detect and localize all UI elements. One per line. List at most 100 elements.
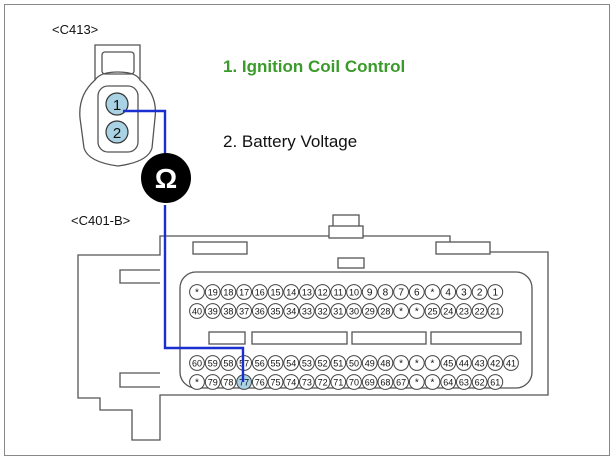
c401b-pin-33: 33 bbox=[299, 303, 315, 319]
c401b-pin-label: 3 bbox=[461, 288, 467, 299]
wire-meter-to-c401b-pin77 bbox=[163, 205, 245, 382]
c401b-pin-7: 7 bbox=[393, 284, 410, 300]
c401b-pin-label: 44 bbox=[459, 359, 469, 369]
c401b-pin-48: 48 bbox=[377, 355, 394, 371]
c401b-pin-59: 59 bbox=[204, 355, 221, 371]
c401b-pin-label: 31 bbox=[333, 307, 343, 317]
c401b-pin-24: 24 bbox=[440, 303, 457, 319]
c401b-pin-label: 7 bbox=[398, 288, 404, 299]
c401b-pin-label: 74 bbox=[286, 378, 296, 388]
c401b-pin-53: 53 bbox=[299, 355, 315, 371]
c401b-pin-label: 43 bbox=[475, 359, 485, 369]
c401b-pin-6: 6 bbox=[408, 284, 425, 300]
c401b-label: <C401-B> bbox=[71, 213, 131, 228]
c401b-pin-label: * bbox=[431, 378, 435, 389]
c401b-pin-34: 34 bbox=[283, 303, 300, 319]
c401b-pin-label: 79 bbox=[208, 378, 218, 388]
c401b-pin-12: 12 bbox=[314, 284, 331, 300]
c401b-pin-22: 22 bbox=[471, 303, 488, 319]
c401b-pin-50: 50 bbox=[346, 355, 362, 371]
c401b-pin-79: 79 bbox=[204, 374, 221, 390]
c401b-pin-label: 24 bbox=[443, 307, 453, 317]
c401b-pin-unused: * bbox=[424, 374, 441, 390]
c401b-pin-54: 54 bbox=[283, 355, 300, 371]
c401b-pin-label: 13 bbox=[302, 288, 312, 298]
c401b-pin-label: 28 bbox=[380, 307, 390, 317]
c401b-pin-label: 25 bbox=[427, 307, 437, 317]
c401b-pin-76: 76 bbox=[251, 374, 268, 390]
c401b-pin-71: 71 bbox=[330, 374, 347, 390]
c401b-pin-label: 4 bbox=[445, 288, 451, 299]
c401b-pin-label: 33 bbox=[302, 307, 312, 317]
diagram-frame bbox=[4, 4, 610, 456]
c401b-pin-unused: * bbox=[408, 374, 425, 390]
c401b-pin-4: 4 bbox=[440, 284, 457, 300]
c401b-pin-41: 41 bbox=[503, 355, 519, 371]
c401b-pin-label: * bbox=[431, 359, 435, 370]
c401b-pin-label: 64 bbox=[443, 378, 453, 388]
c401b-pin-label: 63 bbox=[459, 378, 469, 388]
c413-pin-2: 2 bbox=[105, 120, 129, 144]
c413-label: <C413> bbox=[52, 22, 99, 37]
c401b-pin-label: 36 bbox=[255, 307, 265, 317]
c401b-pin-52: 52 bbox=[314, 355, 331, 371]
c401b-pin-label: 56 bbox=[255, 359, 265, 369]
c401b-pin-55: 55 bbox=[267, 355, 284, 371]
c401b-pin-16: 16 bbox=[251, 284, 268, 300]
c401b-pin-30: 30 bbox=[346, 303, 362, 319]
c401b-pin-label: 53 bbox=[302, 359, 312, 369]
c401b-pin-unused: * bbox=[393, 355, 410, 371]
c401b-pin-36: 36 bbox=[251, 303, 268, 319]
c401b-pin-1: 1 bbox=[487, 284, 504, 300]
c401b-pin-68: 68 bbox=[377, 374, 394, 390]
c401b-pin-13: 13 bbox=[299, 284, 315, 300]
c401b-pin-63: 63 bbox=[456, 374, 472, 390]
c401b-pin-label: 73 bbox=[302, 378, 312, 388]
c401b-pin-label: 22 bbox=[475, 307, 485, 317]
ohm-symbol: Ω bbox=[155, 163, 177, 194]
c401b-pin-label: 58 bbox=[223, 359, 233, 369]
c401b-pin-2: 2 bbox=[471, 284, 488, 300]
c401b-pin-72: 72 bbox=[314, 374, 331, 390]
c401b-pin-64: 64 bbox=[440, 374, 457, 390]
c401b-pin-label: * bbox=[415, 378, 419, 389]
c401b-pin-label: 62 bbox=[475, 378, 485, 388]
c401b-pin-58: 58 bbox=[220, 355, 237, 371]
c401b-connector bbox=[77, 214, 549, 441]
wire-c413-pin1-to-meter bbox=[123, 109, 167, 155]
c401b-pin-label: 34 bbox=[286, 307, 296, 317]
c401b-pin-14: 14 bbox=[283, 284, 300, 300]
c401b-pin-44: 44 bbox=[456, 355, 472, 371]
c401b-pin-70: 70 bbox=[346, 374, 362, 390]
c401b-pin-label: 54 bbox=[286, 359, 296, 369]
c401b-pin-unused: * bbox=[189, 374, 205, 390]
c401b-pin-label: 8 bbox=[383, 288, 389, 299]
c401b-pin-32: 32 bbox=[314, 303, 331, 319]
c401b-pin-label: 76 bbox=[255, 378, 265, 388]
c401b-pin-label: 21 bbox=[490, 307, 500, 317]
wire-harness bbox=[123, 109, 245, 382]
c401b-pin-40: 40 bbox=[189, 303, 205, 319]
c401b-pin-56: 56 bbox=[251, 355, 268, 371]
c401b-pin-unused: * bbox=[424, 284, 441, 300]
c401b-pin-74: 74 bbox=[283, 374, 300, 390]
c401b-pin-label: 16 bbox=[255, 288, 265, 298]
legend-battery-voltage: 2. Battery Voltage bbox=[223, 132, 358, 151]
c401b-pin-label: 40 bbox=[192, 307, 202, 317]
c401b-pin-10: 10 bbox=[346, 284, 362, 300]
c401b-pin-unused: * bbox=[424, 355, 441, 371]
c401b-pin-67: 67 bbox=[393, 374, 410, 390]
c401b-pin-label: 55 bbox=[270, 359, 280, 369]
c401b-pin-label: 78 bbox=[223, 378, 233, 388]
c401b-pin-label: 18 bbox=[223, 288, 233, 298]
c401b-pin-label: 41 bbox=[506, 359, 516, 369]
c401b-pin-75: 75 bbox=[267, 374, 284, 390]
c401b-pin-unused: * bbox=[408, 303, 425, 319]
c401b-pin-label: 11 bbox=[334, 288, 343, 298]
c401b-pin-label: 77 bbox=[239, 378, 249, 388]
c401b-pin-label: 60 bbox=[192, 359, 202, 369]
c401b-pin-label: 15 bbox=[270, 288, 280, 298]
c401b-pin-label: 75 bbox=[270, 378, 280, 388]
c401b-pin-label: 6 bbox=[414, 288, 420, 299]
